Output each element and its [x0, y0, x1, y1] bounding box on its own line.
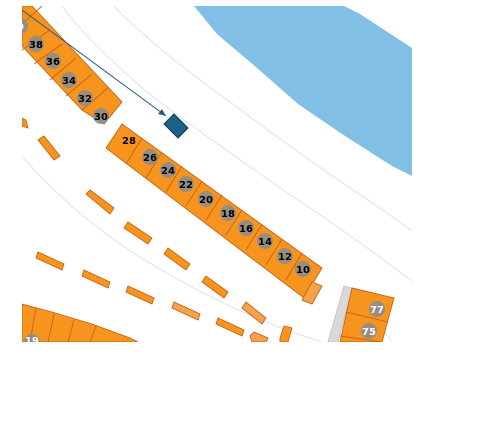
svg-text:20: 20 [199, 195, 213, 206]
svg-text:75: 75 [362, 327, 376, 338]
house-number-labels: 0 38 36 34 32 30 28 26 24 22 20 18 16 14… [22, 18, 385, 342]
svg-text:22: 22 [179, 180, 193, 191]
house-number-badge: 34 [61, 72, 77, 88]
marker-arrowhead [158, 109, 166, 116]
road-line [61, 6, 412, 282]
plot-row-lower-right [327, 285, 395, 342]
house-number-badge: 36 [45, 53, 61, 69]
plot-divider [65, 73, 93, 97]
plot [301, 281, 323, 305]
plot-divider [339, 335, 383, 342]
house-number-badge: 32 [77, 90, 93, 106]
plot-divider [67, 319, 75, 342]
plot-divider [245, 223, 263, 251]
house-number-badge: 12 [277, 248, 293, 264]
map-canvas[interactable]: 0 38 36 34 32 30 28 26 24 22 20 18 16 14… [22, 6, 412, 342]
plot [22, 303, 139, 342]
plot [105, 123, 323, 299]
plot-divider [47, 313, 55, 342]
road-line [113, 6, 412, 232]
house-number-badge: 30 [93, 108, 109, 124]
plot [125, 285, 155, 305]
plot-row-upper [22, 6, 123, 125]
plot [163, 247, 191, 271]
location-marker-icon[interactable] [163, 113, 189, 139]
plot [201, 275, 229, 299]
plot [215, 317, 245, 337]
house-number-badge: 24 [160, 162, 176, 178]
house-number-badge: 18 [220, 205, 236, 221]
plot-shadow [327, 285, 353, 342]
svg-text:10: 10 [296, 265, 310, 276]
plot [339, 287, 395, 342]
road-line [22, 155, 323, 342]
svg-text:34: 34 [62, 76, 76, 87]
plot [81, 269, 111, 289]
svg-text:24: 24 [161, 166, 175, 177]
plot-divider [265, 238, 283, 266]
house-number-badge: 16 [238, 220, 254, 236]
plot [123, 221, 153, 245]
house-number-badge: 22 [178, 176, 194, 192]
plot-divider [165, 165, 183, 193]
plot [85, 189, 115, 215]
svg-text:26: 26 [143, 153, 157, 164]
plot-divider [285, 252, 303, 281]
svg-text:32: 32 [78, 94, 92, 105]
plot [171, 301, 201, 321]
plot-row-middle [105, 123, 323, 305]
plot [35, 251, 65, 271]
small-plots [22, 117, 293, 342]
plot-divider [205, 194, 223, 221]
house-number-badge: 0 [22, 18, 28, 34]
plot-divider [81, 87, 109, 111]
plot-divider [49, 57, 77, 81]
plot [241, 301, 267, 325]
plot [22, 117, 29, 129]
plot [249, 331, 269, 342]
svg-text:14: 14 [258, 237, 272, 248]
svg-text:36: 36 [46, 57, 60, 68]
plot-divider [185, 180, 203, 207]
plot-divider [33, 43, 63, 65]
water-area [194, 6, 412, 176]
plot-divider [125, 137, 143, 165]
house-number-badge: 20 [198, 191, 214, 207]
plot-divider [89, 325, 97, 342]
house-number-badge: 38 [28, 36, 44, 52]
svg-text:16: 16 [239, 224, 253, 235]
svg-text:0: 0 [22, 22, 24, 33]
house-number-badge: 10 [295, 261, 311, 277]
house-number: 28 [122, 136, 136, 147]
svg-text:19: 19 [25, 336, 39, 342]
svg-text:30: 30 [94, 112, 108, 123]
location-marker[interactable] [22, 9, 189, 139]
plot-divider [345, 311, 389, 323]
plot-divider [145, 151, 163, 179]
house-number-badge: 26 [142, 149, 158, 165]
plot-divider [225, 209, 243, 236]
map-viewport[interactable]: 0 38 36 34 32 30 28 26 24 22 20 18 16 14… [22, 6, 412, 342]
plot [37, 135, 61, 161]
plot-row-lower-left [22, 303, 139, 342]
house-number-badge: 14 [257, 233, 273, 249]
house-number-badge: 19 [24, 334, 40, 342]
svg-text:38: 38 [29, 40, 43, 51]
house-number-badge: 75 [361, 323, 377, 339]
svg-text:12: 12 [278, 252, 292, 263]
svg-text:18: 18 [221, 209, 235, 220]
plot [22, 6, 123, 125]
plot [279, 325, 293, 342]
svg-text:77: 77 [370, 305, 384, 316]
house-number-badge: 77 [369, 301, 385, 317]
marker-leader-line [22, 9, 167, 117]
